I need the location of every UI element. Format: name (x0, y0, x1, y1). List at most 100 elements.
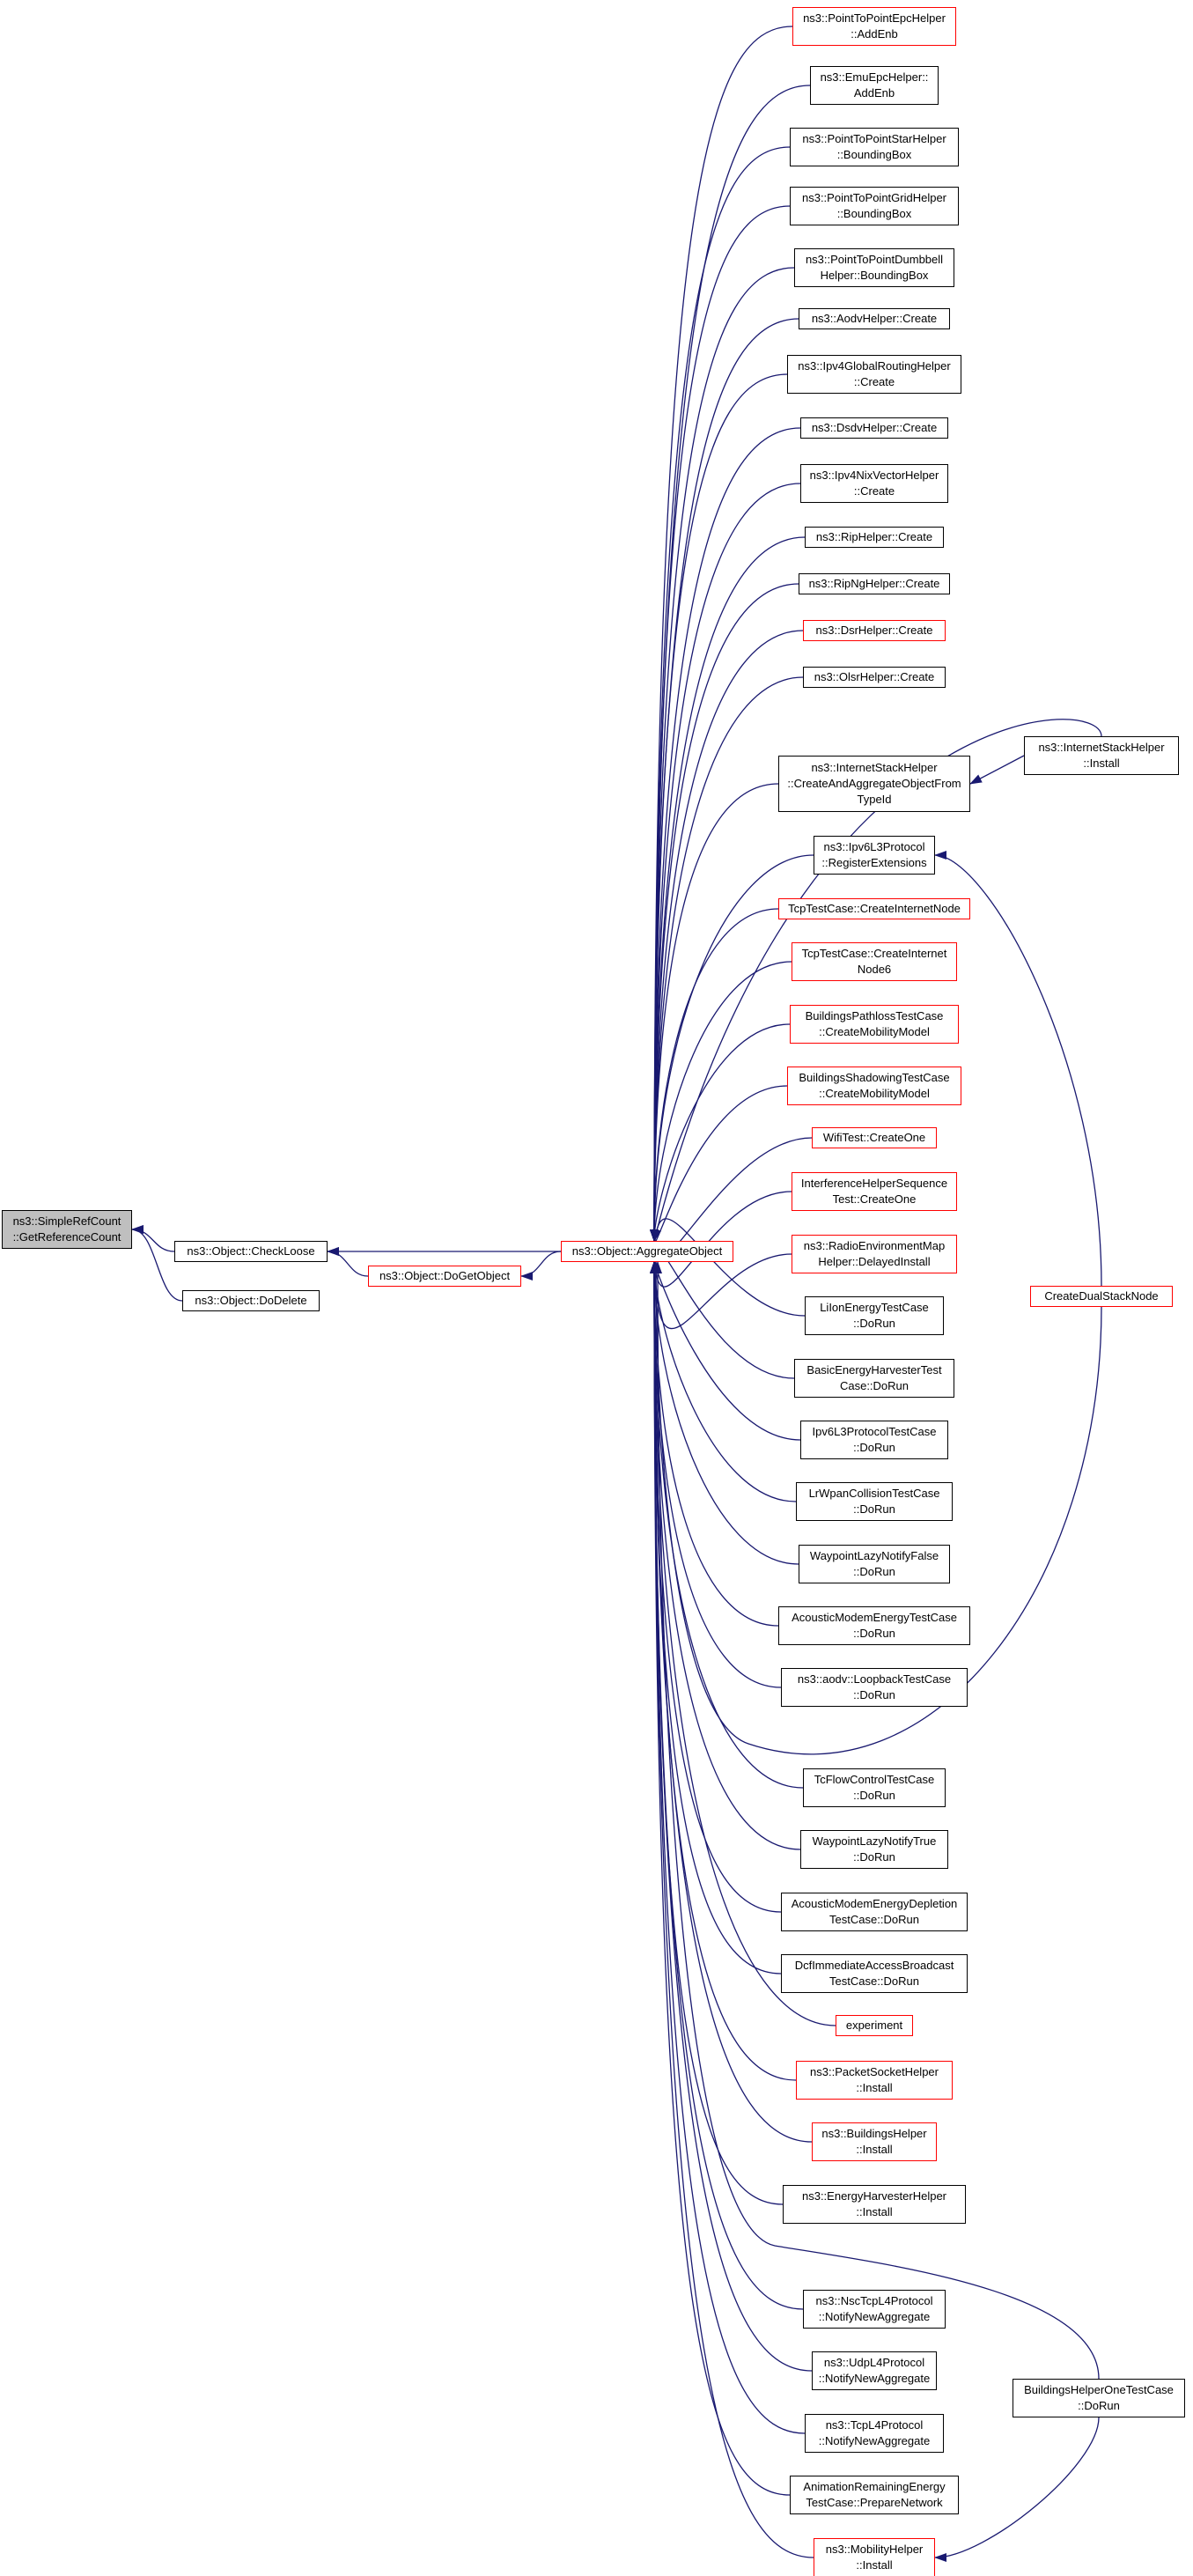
edge-c11-to-aggregate (650, 583, 799, 1242)
node-c15[interactable]: ns3::Ipv6L3Protocol::RegisterExtensions (814, 836, 935, 875)
edge-c5-to-aggregate (650, 267, 795, 1242)
node-label-line: ::DoRun (853, 1565, 895, 1578)
node-label-line: Ipv6L3ProtocolTestCase (812, 1425, 937, 1438)
node-c12[interactable]: ns3::DsrHelper::Create (803, 620, 946, 641)
node-label-line: ::CreateMobilityModel (819, 1025, 930, 1038)
edge-c22-to-aggregate (650, 1240, 792, 1330)
node-aggregate[interactable]: ns3::Object::AggregateObject (561, 1241, 733, 1262)
node-c35[interactable]: ns3::PacketSocketHelper::Install (796, 2061, 953, 2100)
node-c7[interactable]: ns3::Ipv4GlobalRoutingHelper::Create (787, 355, 961, 394)
node-label-line: BuildingsPathlossTestCase (805, 1009, 944, 1022)
node-label-line: TestCase::PrepareNetwork (806, 2496, 943, 2509)
node-label-line: WifiTest::CreateOne (822, 1131, 926, 1144)
edge-checkloose-to-root (131, 1225, 175, 1252)
node-c6[interactable]: ns3::AodvHelper::Create (799, 308, 950, 329)
node-c13[interactable]: ns3::OlsrHelper::Create (803, 667, 946, 688)
edge-c21-to-aggregate (650, 1191, 792, 1288)
node-label-line: LrWpanCollisionTestCase (808, 1487, 940, 1500)
node-c10[interactable]: ns3::RipHelper::Create (805, 527, 944, 548)
edge-c17-to-aggregate (650, 961, 792, 1242)
node-c25[interactable]: Ipv6L3ProtocolTestCase::DoRun (800, 1421, 948, 1459)
node-c19[interactable]: BuildingsShadowingTestCase::CreateMobili… (787, 1067, 961, 1105)
node-label-line: Helper::BoundingBox (820, 269, 929, 282)
node-label-line: ns3::UdpL4Protocol (823, 2356, 925, 2369)
node-label-line: ::NotifyNewAggregate (818, 2372, 931, 2385)
node-c9[interactable]: ns3::Ipv4NixVectorHelper::Create (800, 464, 948, 503)
node-c31[interactable]: WaypointLazyNotifyTrue::DoRun (800, 1830, 948, 1869)
node-c3[interactable]: ns3::PointToPointStarHelper::BoundingBox (790, 128, 959, 166)
node-label-line: Helper::DelayedInstall (818, 1255, 931, 1268)
node-label-line: TypeId (857, 793, 892, 806)
node-label-line: ::DoRun (853, 1627, 895, 1640)
node-c23[interactable]: LiIonEnergyTestCase::DoRun (805, 1296, 944, 1335)
edge-c10-to-aggregate (650, 536, 806, 1242)
node-ish_install[interactable]: ns3::InternetStackHelper::Install (1024, 736, 1179, 775)
node-c16[interactable]: TcpTestCase::CreateInternetNode (778, 898, 970, 919)
node-c42[interactable]: ns3::MobilityHelper::Install (814, 2538, 935, 2576)
edge-c1-to-aggregate (650, 26, 793, 1242)
node-checkloose[interactable]: ns3::Object::CheckLoose (174, 1241, 328, 1262)
node-label-line: ::Create (853, 375, 895, 388)
node-label-line: ::DoRun (853, 1502, 895, 1516)
node-c34[interactable]: experiment (836, 2015, 913, 2036)
node-c38[interactable]: ns3::NscTcpL4Protocol::NotifyNewAggregat… (803, 2290, 946, 2329)
edge-c7-to-aggregate (650, 373, 788, 1242)
node-label-line: ::DoRun (1078, 2399, 1120, 2412)
node-label-line: ::CreateMobilityModel (819, 1087, 930, 1100)
node-label-line: DcfImmediateAccessBroadcast (794, 1959, 954, 1972)
node-c30[interactable]: TcFlowControlTestCase::DoRun (803, 1768, 946, 1807)
node-c14[interactable]: ns3::InternetStackHelper::CreateAndAggre… (778, 756, 970, 812)
node-label-line: ns3::BuildingsHelper (821, 2127, 927, 2140)
node-bhone[interactable]: BuildingsHelperOneTestCase::DoRun (1013, 2379, 1185, 2417)
node-dogetobject[interactable]: ns3::Object::DoGetObject (368, 1266, 521, 1287)
edge-c9-to-aggregate (650, 483, 801, 1242)
node-c11[interactable]: ns3::RipNgHelper::Create (799, 573, 950, 594)
node-label-line: ::NotifyNewAggregate (818, 2310, 931, 2323)
node-root[interactable]: ns3::SimpleRefCount::GetReferenceCount (2, 1210, 132, 1249)
node-dodelete[interactable]: ns3::Object::DoDelete (182, 1290, 320, 1311)
node-label-line: Test::CreateOne (832, 1192, 917, 1206)
node-c36[interactable]: ns3::BuildingsHelper::Install (812, 2122, 937, 2161)
node-c29[interactable]: ns3::aodv::LoopbackTestCase::DoRun (781, 1668, 968, 1707)
node-label-line: ::Install (1083, 757, 1120, 770)
node-c39[interactable]: ns3::UdpL4Protocol::NotifyNewAggregate (812, 2351, 937, 2390)
node-c37[interactable]: ns3::EnergyHarvesterHelper::Install (783, 2185, 966, 2224)
node-c8[interactable]: ns3::DsdvHelper::Create (800, 417, 948, 439)
node-c2[interactable]: ns3::EmuEpcHelper::AddEnb (810, 66, 939, 105)
node-label-line: ::DoRun (853, 1789, 895, 1802)
node-dualstack[interactable]: CreateDualStackNode (1030, 1286, 1173, 1307)
node-label-line: WaypointLazyNotifyTrue (812, 1834, 937, 1848)
node-label-line: TcpTestCase::CreateInternet (801, 947, 947, 960)
node-label-line: ns3::NscTcpL4Protocol (815, 2294, 933, 2307)
node-label-line: ns3::Ipv4GlobalRoutingHelper (798, 359, 951, 373)
node-c20[interactable]: WifiTest::CreateOne (812, 1127, 937, 1148)
node-label-line: ns3::PointToPointStarHelper (802, 132, 946, 145)
node-label-line: ::Install (856, 2081, 893, 2094)
edge-c14-to-aggregate (650, 783, 779, 1242)
node-c18[interactable]: BuildingsPathlossTestCase::CreateMobilit… (790, 1005, 959, 1044)
node-c27[interactable]: WaypointLazyNotifyFalse::DoRun (799, 1545, 950, 1583)
node-label-line: ::Install (856, 2143, 893, 2156)
node-label-line: ::GetReferenceCount (12, 1230, 122, 1244)
edge-c8-to-aggregate (650, 427, 801, 1242)
node-c28[interactable]: AcousticModemEnergyTestCase::DoRun (778, 1606, 970, 1645)
node-c4[interactable]: ns3::PointToPointGridHelper::BoundingBox (790, 187, 959, 225)
edge-c23-to-aggregate (650, 1218, 806, 1317)
edge-c41-to-aggregate (650, 1261, 791, 2496)
node-c26[interactable]: LrWpanCollisionTestCase::DoRun (796, 1482, 953, 1521)
node-label-line: ns3::SimpleRefCount (12, 1214, 122, 1228)
node-c40[interactable]: ns3::TcpL4Protocol::NotifyNewAggregate (805, 2414, 944, 2453)
node-label-line: ns3::RipHelper::Create (815, 530, 933, 543)
node-label-line: ns3::InternetStackHelper (811, 761, 938, 774)
node-label-line: ns3::EnergyHarvesterHelper (801, 2189, 947, 2203)
node-c1[interactable]: ns3::PointToPointEpcHelper::AddEnb (792, 7, 956, 46)
